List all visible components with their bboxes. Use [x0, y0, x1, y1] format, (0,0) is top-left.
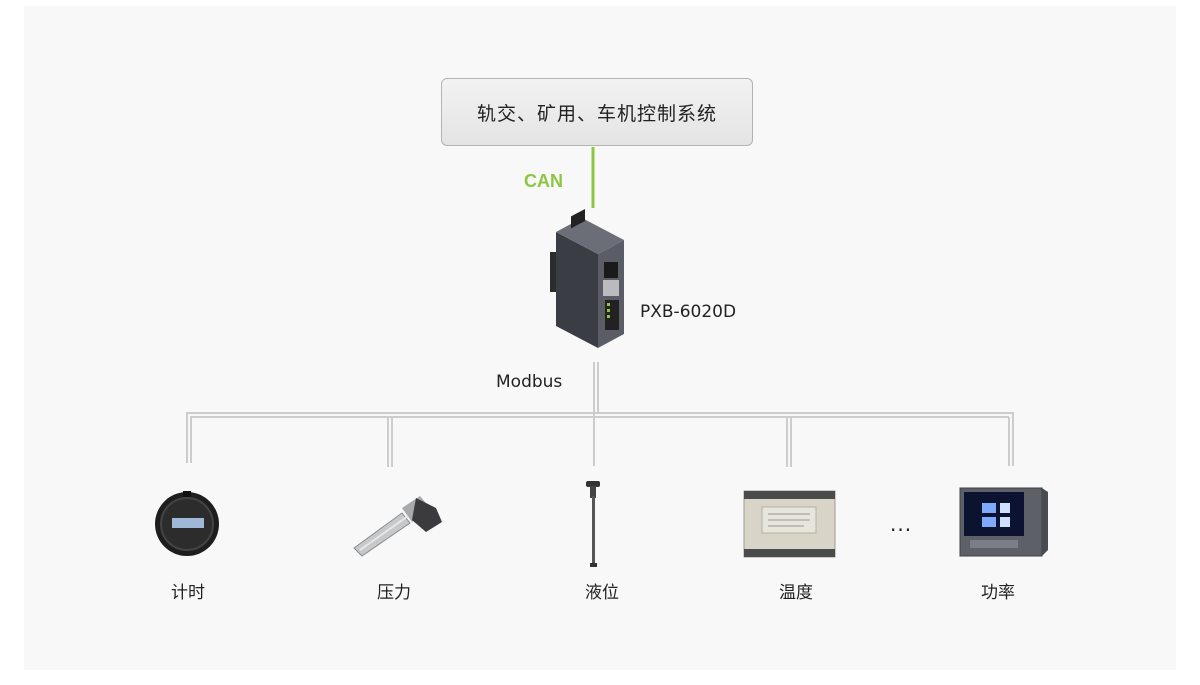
gateway-label: PXB-6020D [640, 302, 737, 322]
modbus-label: Modbus [496, 372, 563, 392]
gateway-device-icon [550, 208, 624, 348]
temperature-module-icon [743, 490, 836, 558]
device-label-power: 功率 [981, 583, 1015, 603]
device-label-pressure: 压力 [377, 583, 411, 603]
level-probe-icon [586, 481, 600, 567]
pressure-sensor-icon [353, 496, 442, 557]
modbus-bus-lines [186, 362, 1014, 467]
can-label: CAN [524, 171, 563, 191]
device-label-level: 液位 [585, 583, 619, 603]
control-system-label: 轨交、矿用、车机控制系统 [476, 102, 717, 125]
hour-meter-icon [155, 491, 219, 556]
more-devices-ellipsis: ... [890, 512, 913, 536]
control-system-box: 轨交、矿用、车机控制系统 [441, 78, 753, 146]
power-meter-icon [959, 487, 1048, 557]
device-label-timer: 计时 [171, 583, 205, 603]
device-label-temperature: 温度 [779, 583, 813, 603]
